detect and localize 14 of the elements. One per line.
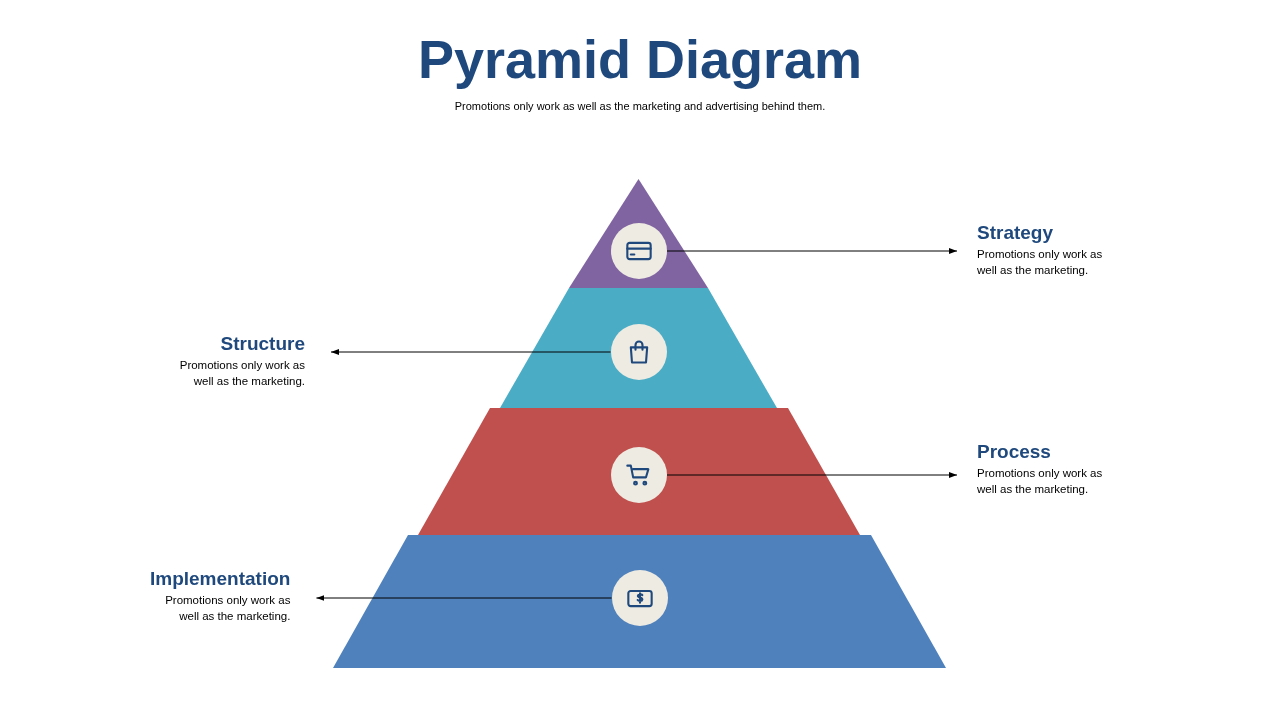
description: Promotions only work as well as the marketing.: [178, 358, 305, 389]
arrow: [315, 595, 612, 601]
heading: Implementation: [150, 568, 291, 590]
heading: Strategy: [977, 222, 1055, 244]
description: Promotions only work as well as the marketing.: [977, 247, 1104, 278]
subtitle: Promotions only work as well as the marketing and advertising behind them.: [453, 100, 827, 112]
arrow: [330, 349, 611, 355]
heading: Process: [977, 441, 1052, 463]
title: Pyramid Diagram: [416, 28, 864, 90]
description: Promotions only work as well as the marketing.: [164, 593, 291, 624]
heading: Structure: [219, 333, 305, 355]
description: Promotions only work as well as the marketing.: [977, 466, 1104, 497]
arrow: [666, 248, 958, 254]
arrow: [666, 472, 958, 478]
